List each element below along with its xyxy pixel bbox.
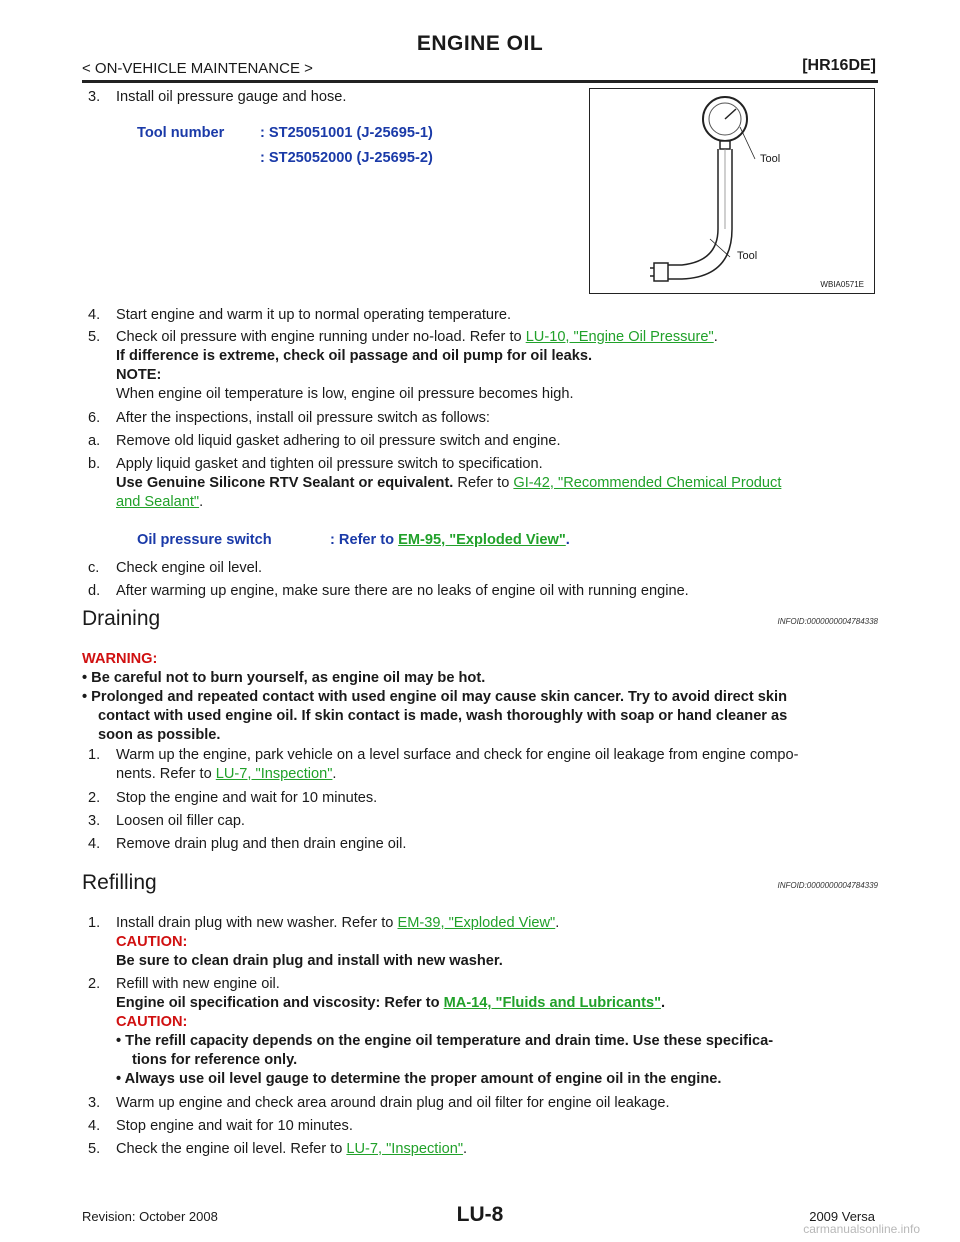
tool-number-label: Tool number: [137, 125, 225, 141]
engine-code: [HR16DE]: [802, 57, 876, 74]
caution-1: Be sure to clean drain plug and install …: [116, 953, 503, 969]
oil-pressure-gauge-figure: Tool Tool WBIA0571E: [589, 88, 875, 294]
drain-step-4: 4.Remove drain plug and then drain engin…: [88, 836, 407, 852]
link-lu-10[interactable]: LU-10, "Engine Oil Pressure": [525, 329, 714, 345]
refill-step-2-spec: Engine oil specification and viscosity: …: [116, 995, 666, 1011]
page-title: ENGINE OIL: [416, 32, 544, 55]
section-header: < ON-VEHICLE MAINTENANCE >: [82, 60, 313, 77]
refill-step-2: 2.Refill with new engine oil.: [88, 976, 280, 992]
step-6a: a.Remove old liquid gasket adhering to o…: [88, 433, 561, 449]
link-lu-7-b[interactable]: LU-7, "Inspection": [346, 1141, 464, 1157]
link-lu-7[interactable]: LU-7, "Inspection": [215, 766, 333, 782]
tool-number-1: : ST25051001 (J-25695-1): [260, 125, 433, 141]
tool-number-2: : ST25052000 (J-25695-2): [260, 150, 433, 166]
step-6c: c.Check engine oil level.: [88, 560, 263, 576]
figure-code: WBIA0571E: [820, 280, 864, 289]
figure-label-tool-2: Tool: [737, 250, 758, 262]
step-6b-sealant-cont: and Sealant".: [116, 494, 204, 510]
step-5: 5.Check oil pressure with engine running…: [88, 329, 718, 345]
step-6: 6.After the inspections, install oil pre…: [88, 410, 490, 426]
watermark: carmanualsonline.info: [803, 1222, 920, 1236]
note-label: NOTE:: [116, 367, 162, 383]
step-5-bold: If difference is extreme, check oil pass…: [116, 348, 593, 364]
figure-label-tool-1: Tool: [760, 153, 781, 165]
refill-step-1: 1.Install drain plug with new washer. Re…: [88, 915, 560, 931]
step-3: 3.Install oil pressure gauge and hose.: [88, 89, 347, 105]
warning-2-end: soon as possible.: [98, 727, 221, 743]
link-gi-42[interactable]: GI-42, "Recommended Chemical Product: [513, 475, 782, 491]
drain-step-3: 3.Loosen oil filler cap.: [88, 813, 245, 829]
drain-step-1-cont: nents. Refer to LU-7, "Inspection".: [116, 766, 337, 782]
warning-2-cont: contact with used engine oil. If skin co…: [98, 708, 788, 724]
footer-model: 2009 Versa: [809, 1209, 875, 1224]
refill-step-5: 5.Check the engine oil level. Refer to L…: [88, 1141, 468, 1157]
step-6d: d.After warming up engine, make sure the…: [88, 583, 689, 599]
note-text: When engine oil temperature is low, engi…: [116, 386, 574, 402]
drain-step-2: 2.Stop the engine and wait for 10 minute…: [88, 790, 378, 806]
caution-2-cont: tions for reference only.: [132, 1052, 298, 1068]
header-rule: [82, 80, 878, 83]
oil-pressure-switch-ref: : Refer to EM-95, "Exploded View".: [330, 532, 570, 548]
warning-1: • Be careful not to burn yourself, as en…: [82, 670, 486, 686]
link-ma-14[interactable]: MA-14, "Fluids and Lubricants": [443, 995, 661, 1011]
caution-label-1: CAUTION:: [116, 934, 188, 950]
caution-label-2: CAUTION:: [116, 1014, 188, 1030]
oil-pressure-switch-label: Oil pressure switch: [137, 532, 272, 548]
step-4: 4.Start engine and warm it up to normal …: [88, 307, 512, 323]
drain-step-1: 1.Warm up the engine, park vehicle on a …: [88, 747, 799, 763]
step-6b-sealant: Use Genuine Silicone RTV Sealant or equi…: [116, 475, 782, 491]
footer-page-number: LU-8: [456, 1203, 504, 1226]
draining-heading: Draining: [82, 607, 161, 630]
caution-2: • The refill capacity depends on the eng…: [116, 1033, 774, 1049]
refill-step-4: 4.Stop engine and wait for 10 minutes.: [88, 1118, 353, 1134]
draining-infoid: INFOID:0000000004784338: [777, 617, 878, 626]
step-6b: b.Apply liquid gasket and tighten oil pr…: [88, 456, 543, 472]
warning-2: • Prolonged and repeated contact with us…: [82, 689, 788, 705]
link-gi-42-cont[interactable]: and Sealant": [116, 494, 200, 510]
refill-step-3: 3.Warm up engine and check area around d…: [88, 1095, 670, 1111]
link-em-95[interactable]: EM-95, "Exploded View": [398, 532, 566, 548]
link-em-39[interactable]: EM-39, "Exploded View": [397, 915, 556, 931]
gauge-illustration: [650, 96, 756, 282]
caution-3: • Always use oil level gauge to determin…: [116, 1071, 722, 1087]
warning-label: WARNING:: [82, 651, 158, 667]
refilling-infoid: INFOID:0000000004784339: [777, 881, 878, 890]
footer-revision: Revision: October 2008: [82, 1209, 218, 1224]
refilling-heading: Refilling: [82, 871, 157, 894]
